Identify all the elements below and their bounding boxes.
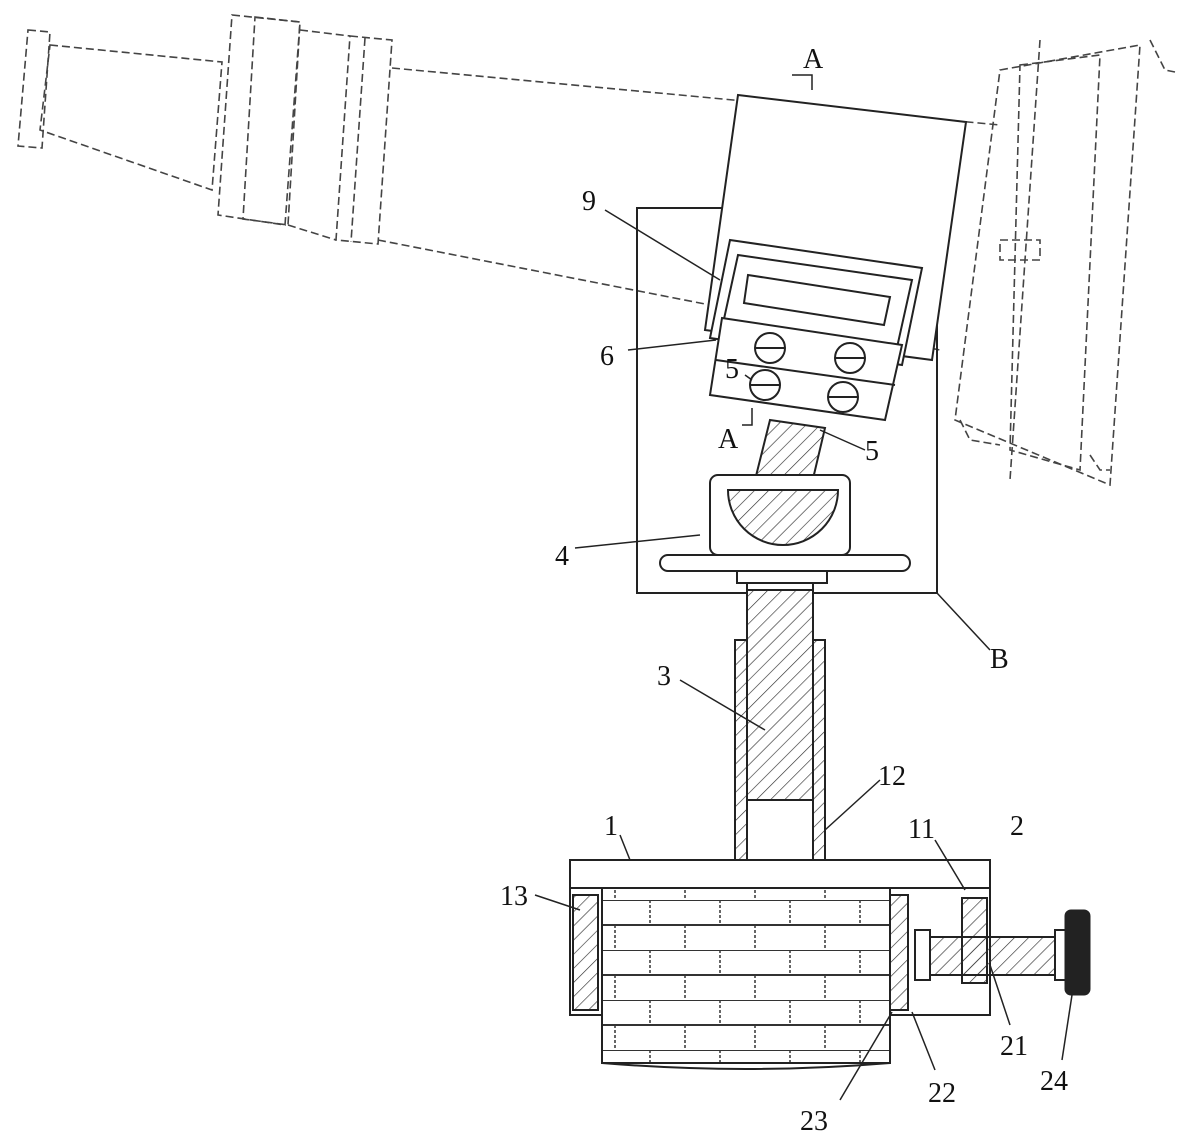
label-section-a-bottom: A (718, 424, 739, 455)
label-b: B (990, 644, 1009, 675)
label-22: 22 (928, 1078, 956, 1109)
label-4: 4 (555, 541, 569, 572)
clamp-block (705, 95, 966, 420)
label-3: 3 (657, 661, 671, 692)
label-23: 23 (800, 1106, 828, 1137)
label-section-a-top: A (803, 44, 824, 75)
label-5-left: 5 (725, 354, 739, 385)
support-rod (735, 583, 825, 860)
label-21: 21 (1000, 1031, 1028, 1062)
label-6: 6 (600, 341, 614, 372)
nozzle-phantom (18, 15, 1175, 485)
label-13: 13 (500, 881, 528, 912)
label-2: 2 (1010, 811, 1024, 842)
label-1: 1 (604, 811, 618, 842)
label-24: 24 (1040, 1066, 1068, 1097)
label-12: 12 (878, 761, 906, 792)
label-11: 11 (908, 814, 935, 845)
label-9: 9 (582, 186, 596, 217)
label-5-right: 5 (865, 436, 879, 467)
